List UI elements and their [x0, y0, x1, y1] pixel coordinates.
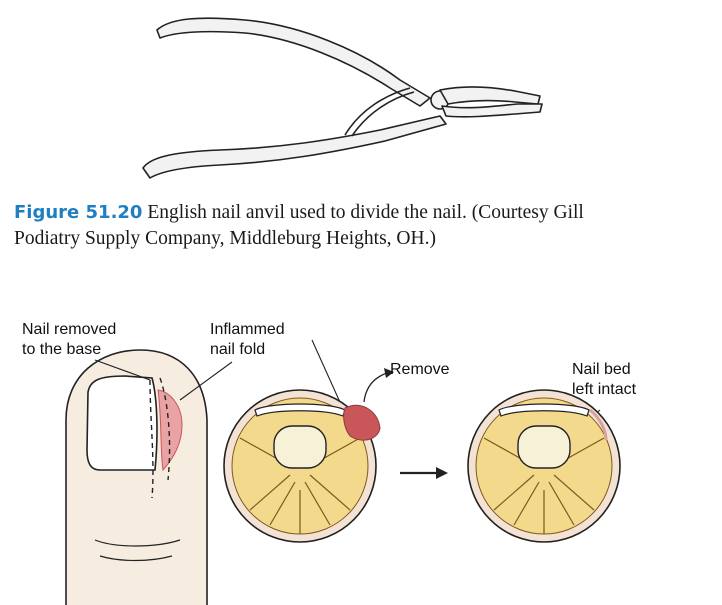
cross-section-before — [224, 368, 394, 542]
inflamed-fold-section — [344, 405, 380, 440]
nail-plate — [87, 376, 157, 470]
label-nail-removed: Nail removed to the base — [22, 320, 116, 360]
phalanx-bone-2 — [518, 426, 570, 468]
cross-section-after — [468, 390, 620, 542]
phalanx-bone — [274, 426, 326, 468]
label-nail-bed-line2: left intact — [572, 380, 636, 400]
label-nail-removed-line2: to the base — [22, 340, 116, 360]
label-remove: Remove — [390, 360, 450, 380]
transition-arrow — [400, 467, 448, 479]
toe-illustration — [66, 350, 207, 605]
label-inflamed-line2: nail fold — [210, 340, 285, 360]
label-nail-removed-line1: Nail removed — [22, 320, 116, 340]
label-inflamed-fold: Inflammed nail fold — [210, 320, 285, 360]
label-nail-bed: Nail bed left intact — [572, 360, 636, 400]
label-nail-bed-line1: Nail bed — [572, 360, 636, 380]
label-inflamed-line1: Inflammed — [210, 320, 285, 340]
